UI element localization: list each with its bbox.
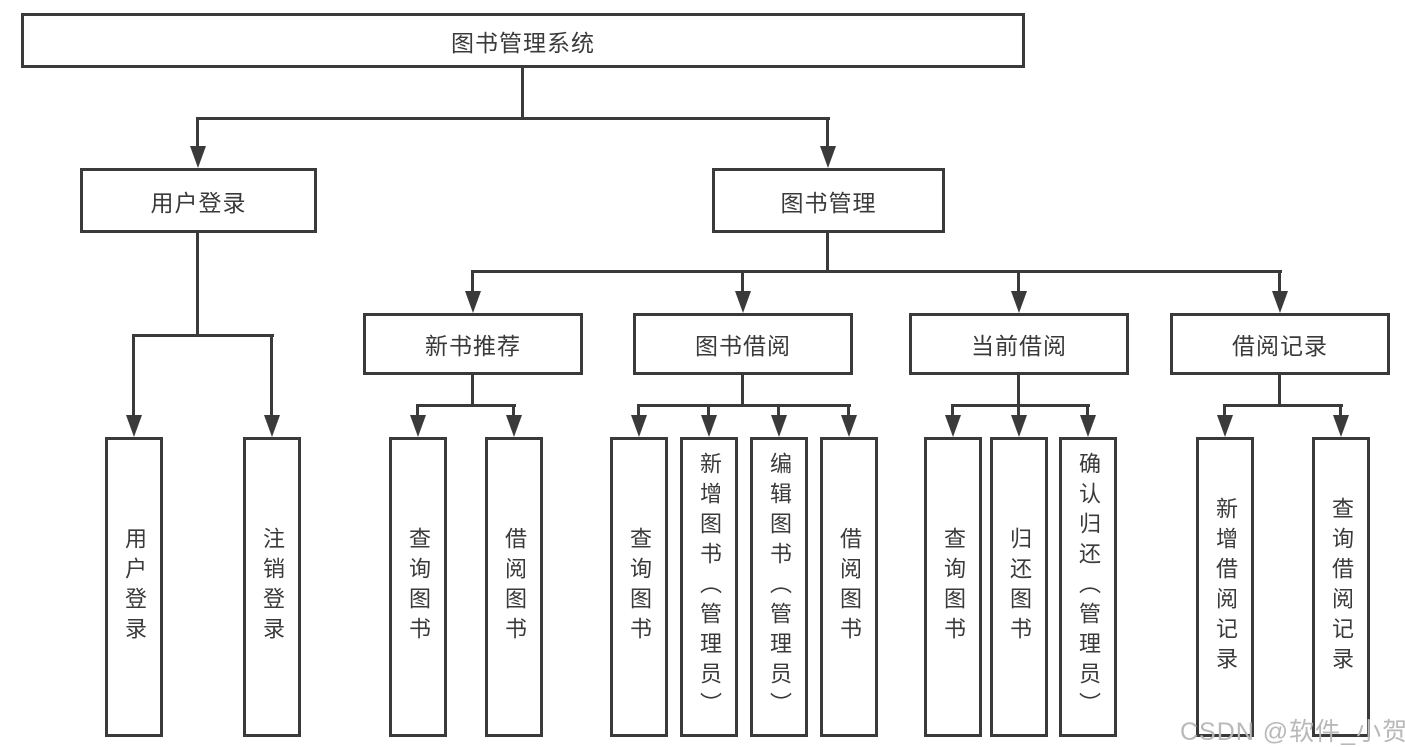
leaf-borrowing-query-book: 查询图书 — [610, 437, 668, 737]
arrow-down-icon — [410, 415, 426, 437]
leaf-label: 用户登录 — [122, 527, 147, 647]
connector-line — [1278, 270, 1281, 293]
leaf-borrowing-borrow-book: 借阅图书 — [820, 437, 878, 737]
connector-line — [196, 230, 199, 337]
connector-line — [196, 117, 830, 120]
arrow-down-icon — [190, 146, 206, 168]
arrow-down-icon — [1011, 291, 1027, 313]
leaf-label: 借阅图书 — [502, 527, 527, 647]
leaf-label: 新增借阅记录 — [1213, 497, 1238, 677]
connector-line — [1017, 404, 1020, 417]
arrow-down-icon — [841, 415, 857, 437]
connector-line — [1223, 404, 1343, 407]
node-root-library-management-system: 图书管理系统 — [21, 13, 1025, 68]
arrow-down-icon — [945, 415, 961, 437]
connector-line — [1017, 270, 1020, 293]
node-label: 当前借阅 — [971, 333, 1067, 359]
arrow-down-icon — [771, 415, 787, 437]
leaf-label: 查询借阅记录 — [1329, 497, 1354, 677]
arrow-down-icon — [506, 415, 522, 437]
arrow-down-icon — [264, 415, 280, 437]
connector-line — [1339, 404, 1342, 417]
csdn-watermark: CSDN @软件_小贺同学 — [1180, 718, 1405, 746]
leaf-label: 查询图书 — [627, 527, 652, 647]
arrow-down-icon — [631, 415, 647, 437]
node-book-borrowing: 图书借阅 — [633, 313, 853, 375]
arrow-down-icon — [820, 146, 836, 168]
connector-line — [707, 404, 710, 417]
connector-line — [512, 404, 515, 417]
leaf-label: 借阅图书 — [837, 527, 862, 647]
node-label: 图书管理 — [780, 189, 877, 216]
connector-line — [132, 334, 135, 417]
leaf-recommend-borrow-book: 借阅图书 — [485, 437, 543, 737]
leaf-current-confirm-return-admin: 确认归还（管理员） — [1059, 437, 1117, 737]
node-borrowing-records: 借阅记录 — [1170, 313, 1390, 375]
connector-line — [826, 230, 829, 272]
connector-line — [416, 404, 419, 417]
connector-line — [1017, 373, 1020, 406]
leaf-current-return-book: 归还图书 — [990, 437, 1048, 737]
connector-line — [471, 270, 474, 293]
node-label: 新书推荐 — [425, 333, 521, 359]
leaf-label: 新增图书（管理员） — [697, 452, 722, 722]
leaf-record-query-borrow-record: 查询借阅记录 — [1312, 437, 1370, 737]
arrow-down-icon — [735, 291, 751, 313]
connector-line — [471, 373, 474, 406]
connector-line — [521, 66, 524, 119]
connector-line — [741, 373, 744, 406]
connector-line — [826, 117, 829, 149]
node-label: 用户登录 — [150, 189, 247, 216]
connector-line — [132, 334, 274, 337]
connector-line — [777, 404, 780, 417]
node-label: 借阅记录 — [1232, 333, 1328, 359]
node-new-book-recommend: 新书推荐 — [363, 313, 583, 375]
node-label: 图书管理系统 — [451, 29, 595, 56]
leaf-label: 编辑图书（管理员） — [767, 452, 792, 722]
leaf-label: 查询图书 — [941, 527, 966, 647]
connector-line — [951, 404, 954, 417]
node-current-borrowing: 当前借阅 — [909, 313, 1129, 375]
arrow-down-icon — [1080, 415, 1096, 437]
leaf-borrowing-edit-book-admin: 编辑图书（管理员） — [750, 437, 808, 737]
node-user-login: 用户登录 — [80, 168, 317, 233]
arrow-down-icon — [126, 415, 142, 437]
node-book-management: 图书管理 — [712, 168, 945, 233]
leaf-recommend-query-book: 查询图书 — [389, 437, 447, 737]
arrow-down-icon — [1333, 415, 1349, 437]
leaf-label: 查询图书 — [406, 527, 431, 647]
connector-line — [637, 404, 851, 407]
connector-line — [951, 404, 1090, 407]
leaf-label: 归还图书 — [1007, 527, 1032, 647]
connector-line — [270, 334, 273, 417]
leaf-record-add-borrow-record: 新增借阅记录 — [1196, 437, 1254, 737]
arrow-down-icon — [1272, 291, 1288, 313]
node-label: 图书借阅 — [695, 333, 791, 359]
connector-line — [1086, 404, 1089, 417]
arrow-down-icon — [1217, 415, 1233, 437]
connector-line — [1278, 373, 1281, 406]
arrow-down-icon — [1011, 415, 1027, 437]
leaf-current-query-book: 查询图书 — [924, 437, 982, 737]
arrow-down-icon — [465, 291, 481, 313]
connector-line — [416, 404, 516, 407]
connector-line — [637, 404, 640, 417]
connector-line — [847, 404, 850, 417]
connector-line — [471, 270, 1282, 273]
connector-line — [1223, 404, 1226, 417]
leaf-label: 注销登录 — [260, 527, 285, 647]
leaf-logout: 注销登录 — [243, 437, 301, 737]
leaf-user-login: 用户登录 — [105, 437, 163, 737]
connector-line — [741, 270, 744, 293]
connector-line — [196, 117, 199, 149]
leaf-label: 确认归还（管理员） — [1076, 452, 1101, 722]
arrow-down-icon — [701, 415, 717, 437]
leaf-borrowing-add-book-admin: 新增图书（管理员） — [680, 437, 738, 737]
